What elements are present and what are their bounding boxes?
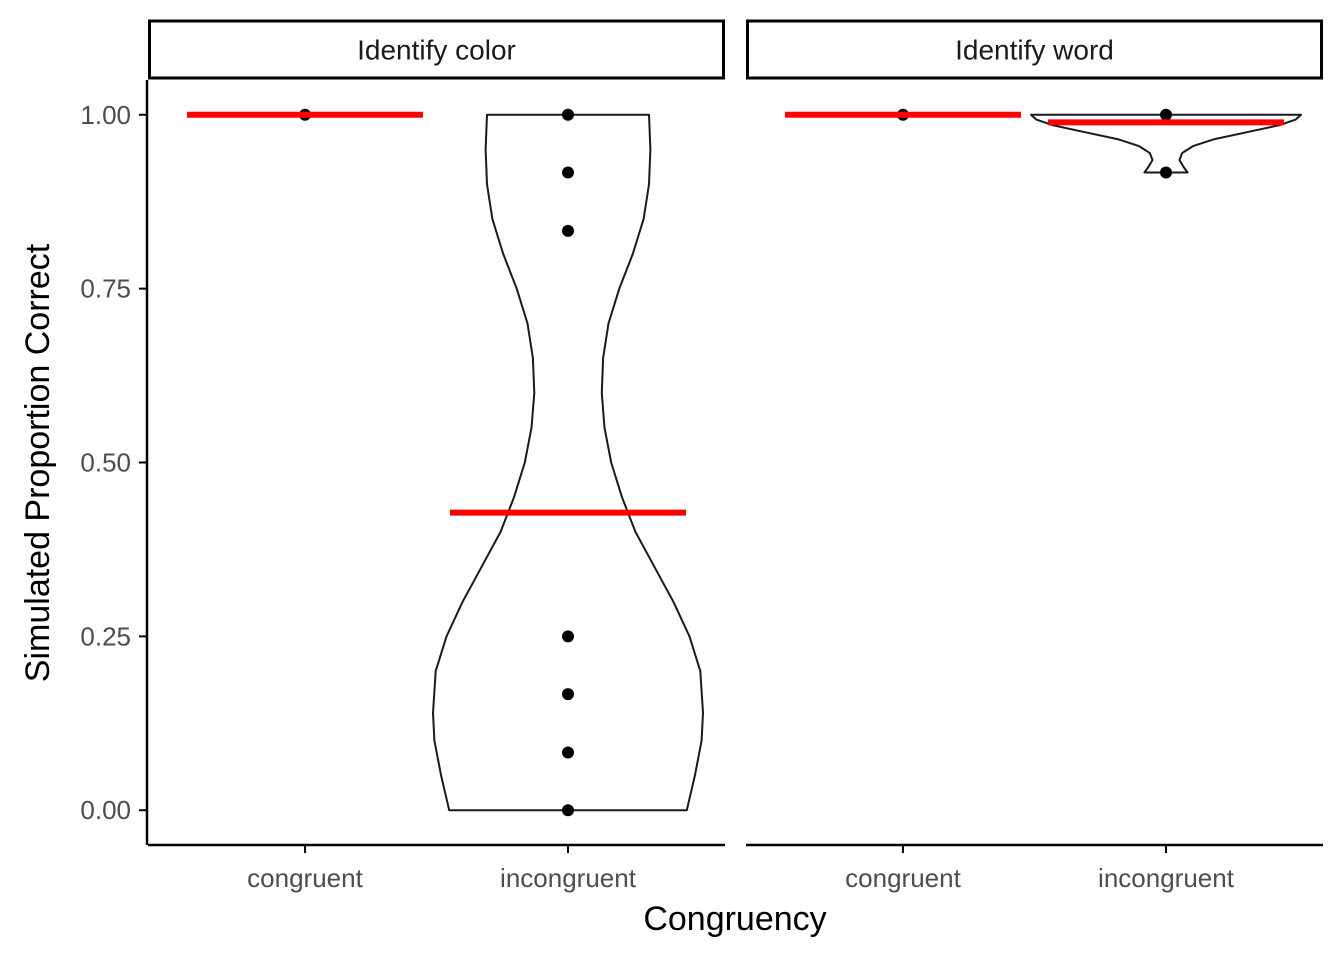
facet-strip <box>746 19 1323 80</box>
data-point <box>562 804 574 817</box>
data-point <box>562 746 574 759</box>
data-point <box>562 688 574 701</box>
violin-shape <box>1030 113 1302 174</box>
y-axis: 0.00 0.25 0.50 0.75 1.00 <box>80 80 149 845</box>
y-tick-label: 0.00 <box>80 795 131 825</box>
y-tick-label: 1.00 <box>80 100 131 130</box>
data-point <box>1160 108 1172 121</box>
data-point <box>562 108 574 121</box>
y-tick-label: 0.50 <box>80 448 131 478</box>
violin-shape <box>432 113 704 812</box>
data-point <box>1160 166 1172 179</box>
data-point <box>562 224 574 237</box>
x-tick-label: incongruent <box>1098 863 1235 893</box>
facet-strip <box>148 19 725 80</box>
data-point <box>562 166 574 179</box>
x-axis-title: Congruency <box>643 900 826 938</box>
y-tick-label: 0.25 <box>80 621 131 651</box>
y-tick-label: 0.75 <box>80 274 131 304</box>
facet-strip-label: Identify word <box>955 35 1114 66</box>
facet-panel: Identify word congruent incongruent <box>746 19 1323 893</box>
x-tick-label: congruent <box>247 863 363 893</box>
facet-panel: Identify color congruent incongruent <box>148 19 725 893</box>
x-tick-label: incongruent <box>500 863 637 893</box>
facet-strip-label: Identify color <box>357 35 516 66</box>
y-axis-title: Simulated Proportion Correct <box>19 243 57 682</box>
data-point <box>562 630 574 643</box>
x-tick-label: congruent <box>845 863 961 893</box>
